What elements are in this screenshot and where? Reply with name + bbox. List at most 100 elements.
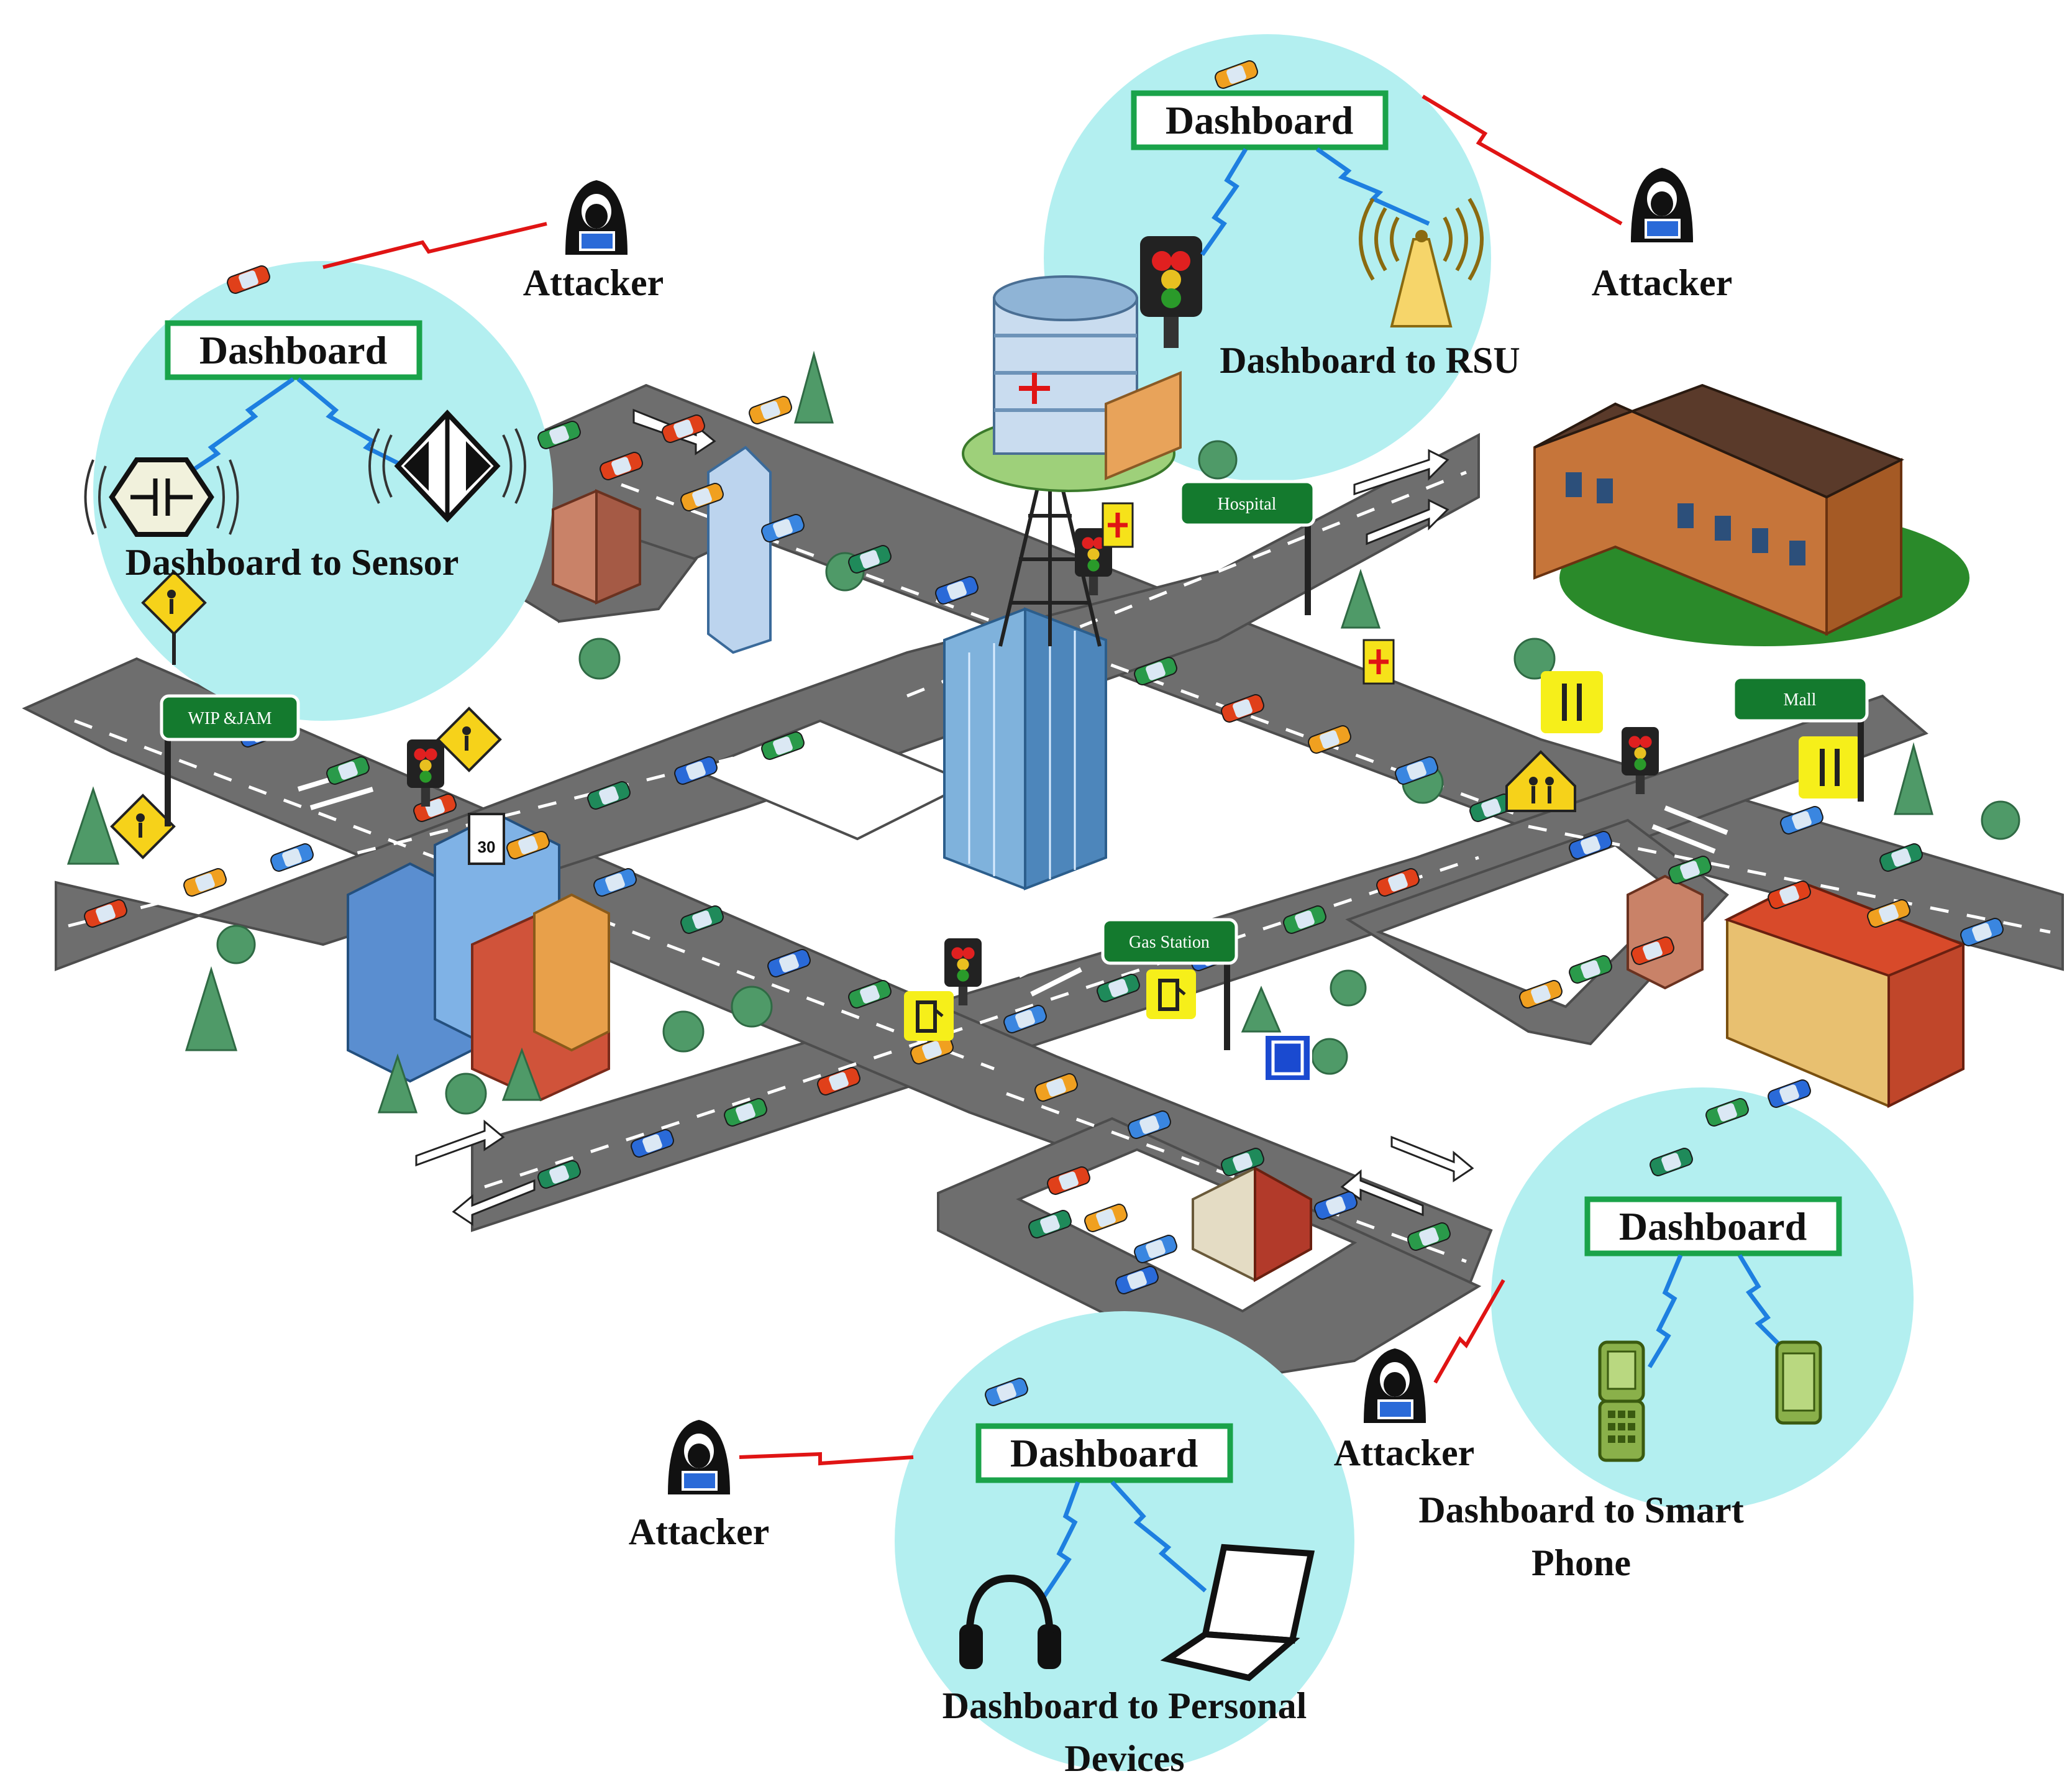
car-icon (1768, 1079, 1811, 1108)
cluster-caption-line2: Devices (1064, 1738, 1184, 1779)
attacker-label: Attacker (523, 262, 664, 303)
tree-icon (185, 966, 238, 1051)
car-icon (1084, 1204, 1128, 1232)
attack-link (1422, 94, 1623, 226)
car-icon (537, 421, 581, 449)
car-icon (662, 414, 705, 443)
car-icon (761, 514, 805, 542)
dashboard-label: Dashboard (1619, 1204, 1807, 1248)
dashboard-box (1131, 90, 1389, 150)
car-icon (1308, 725, 1351, 754)
wip-jam-street-sign: WIP &JAM (160, 694, 300, 826)
arrow-icon (1366, 498, 1449, 546)
smartphone-icon (1775, 1340, 1822, 1425)
car-icon (848, 980, 892, 1009)
road-work-sign-icon (436, 707, 502, 772)
car-icon (1569, 955, 1612, 984)
traffic-light-icon (1622, 727, 1659, 794)
attack-link (739, 1452, 914, 1466)
street-signs: Hospital WIP &JAM Gas Station Mall (160, 480, 1869, 1050)
school-building (1533, 383, 1969, 646)
car-icon (593, 868, 637, 897)
attack-links (322, 94, 1623, 1466)
slim-tower (707, 446, 772, 654)
hooded-hacker-laptop-icon (1364, 1348, 1426, 1423)
car-icon (674, 756, 718, 785)
tree-icon (662, 1010, 705, 1053)
hexagon-sensor-icon (84, 457, 239, 537)
arrow-icon (1353, 449, 1449, 496)
downtown-cluster (347, 812, 610, 1102)
fork-knife-icon (1541, 671, 1603, 733)
car-icon (1134, 657, 1177, 685)
tree-icon (1894, 742, 1933, 815)
road-west-lower (55, 432, 1480, 971)
car-icon (84, 899, 127, 928)
tree-icon (731, 986, 773, 1028)
attacker-label: Attacker (1592, 262, 1733, 303)
car-icon (1631, 936, 1674, 965)
car-icon (1569, 831, 1612, 859)
cluster-phone: Dashboard Dashboard to Smart Phone (1418, 1196, 1842, 1583)
wip-jam-sign-text: WIP &JAM (188, 709, 272, 728)
car-icon (1283, 905, 1326, 934)
car-icon (724, 1098, 767, 1127)
wireless-link (1110, 1480, 1207, 1593)
car-icon (600, 452, 643, 480)
car-icon (910, 1036, 954, 1064)
cluster-rsu: Dashboard Dashboard to RSU (1131, 90, 1520, 381)
bubble-phone (1491, 1087, 1914, 1510)
brick-building-topleft (552, 488, 641, 605)
tree-icon (1513, 638, 1556, 680)
laptop-icon (1160, 1544, 1315, 1681)
tree-icon (377, 1053, 418, 1114)
hospital-cross-icon (1362, 639, 1395, 685)
dashboard-box (165, 320, 422, 380)
wireless-link (1315, 147, 1430, 226)
arrow-icon (415, 1119, 505, 1167)
wireless-link (1647, 1254, 1683, 1368)
car-icon (1376, 868, 1420, 897)
tree-icon (1198, 440, 1238, 480)
mall-sign-text: Mall (1784, 690, 1817, 710)
speed-limit-sign: 30 (468, 813, 505, 865)
speed-limit-value: 30 (478, 838, 496, 856)
dashboard-label: Dashboard (199, 328, 387, 372)
attacker-label: Attacker (629, 1511, 770, 1552)
car-icon (761, 731, 805, 760)
cluster-caption: Dashboard to Sensor (126, 542, 459, 583)
car-icon (1469, 794, 1513, 822)
car-icon (587, 781, 631, 810)
cluster-sensor: Dashboard Dashboard to Sensor (84, 320, 526, 583)
car-icon (183, 868, 227, 897)
car-icon (1768, 881, 1811, 909)
car-icon (270, 843, 314, 872)
arrow-icon (1390, 1135, 1474, 1183)
traffic-light-icon (1140, 236, 1202, 348)
dashboard-label: Dashboard (1166, 98, 1353, 142)
car-icon (680, 905, 724, 934)
car-icon (1215, 60, 1258, 89)
hospital-cross-icon (1102, 502, 1134, 548)
tree-icon (1311, 1038, 1348, 1075)
attacker-top-right: Attacker (1592, 168, 1733, 303)
fuel-icon (904, 991, 954, 1041)
car-icon (1028, 1210, 1072, 1238)
tree-icon (445, 1073, 487, 1115)
car-icon (1650, 1148, 1693, 1176)
car-icon (985, 1378, 1028, 1406)
attack-link (322, 222, 547, 269)
cluster-caption-line1: Dashboard to Smart (1418, 1489, 1743, 1530)
car-icon (1705, 1098, 1749, 1127)
car-icon (935, 576, 979, 605)
traffic-lights (407, 236, 1659, 1005)
parking-icon (1263, 1033, 1312, 1082)
car-icon (680, 483, 724, 511)
rsu-antenna-icon (1359, 198, 1484, 327)
cluster-personal: Dashboard Dashboard to Personal Devices (942, 1423, 1315, 1779)
tree-icon (216, 925, 256, 964)
attacker-bottom-center: Attacker (629, 1420, 770, 1552)
car-icon (1034, 1073, 1078, 1102)
car-icon (1134, 1235, 1177, 1263)
